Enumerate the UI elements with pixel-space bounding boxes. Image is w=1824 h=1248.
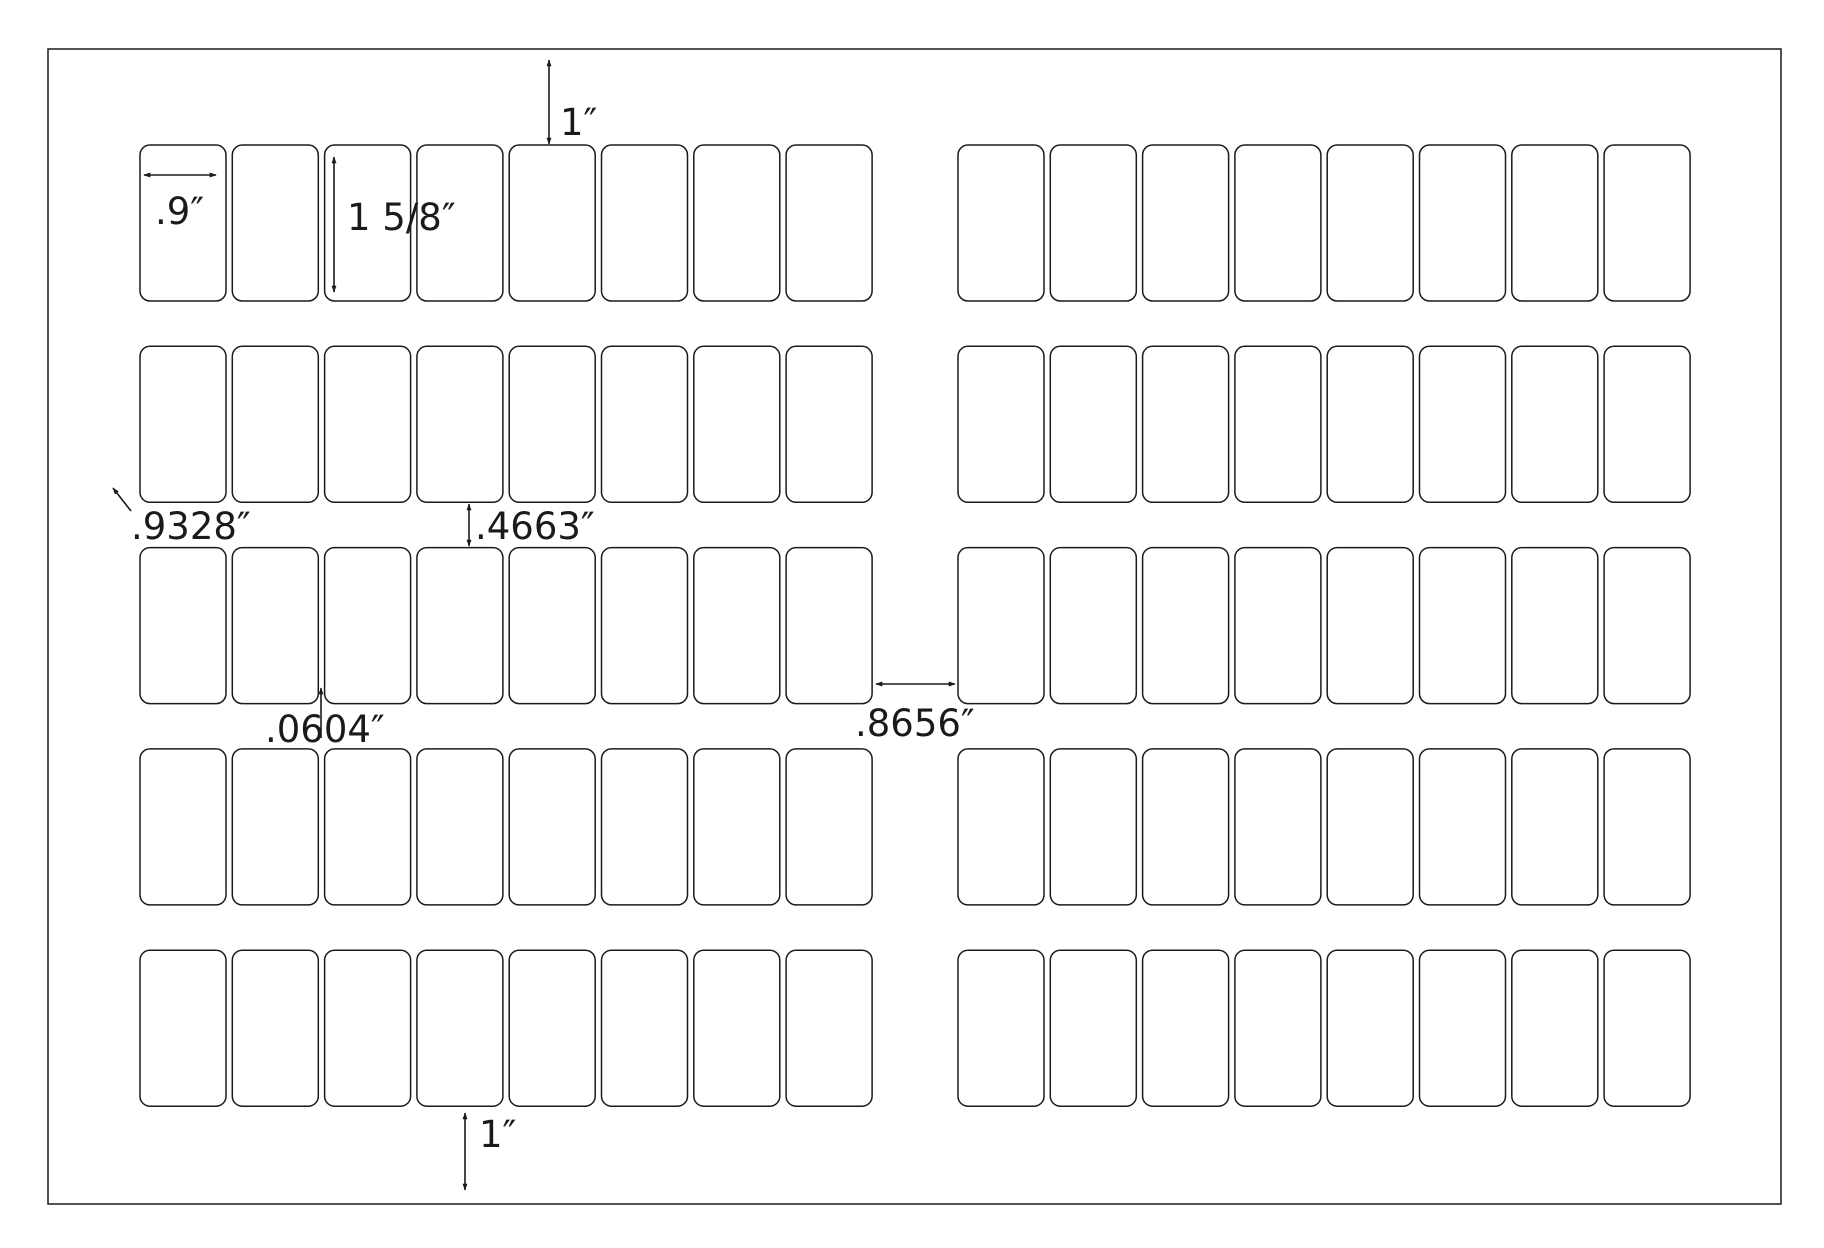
label-cell [1326,144,1414,302]
row-gap-label: .4663″ [475,505,595,548]
bottom-margin-label: 1″ [479,1113,516,1156]
label-cell [139,748,227,906]
label-cell [1049,546,1138,705]
label-grid [139,144,1691,1107]
label-cell [231,949,320,1107]
label-cell [1326,546,1414,705]
label-cell [1511,345,1599,504]
label-cell [1511,144,1599,302]
label-cell [231,144,320,302]
label-cell [1603,748,1691,906]
label-cell [1418,546,1507,705]
label-cell [1049,748,1138,906]
dimension-lines [112,59,956,1191]
label-cell [957,144,1045,302]
label-cell [1326,345,1414,504]
label-cell [600,345,689,504]
label-cell [416,144,504,302]
label-cell [323,949,412,1107]
label-height-label: 1 5/8″ [347,196,456,239]
label-cell [323,144,412,302]
label-cell [1234,546,1322,705]
label-cell [1049,949,1138,1107]
label-cell [693,144,781,302]
label-cell [1603,949,1691,1107]
label-cell [508,546,596,705]
label-cell [231,546,320,705]
top-margin-label: 1″ [560,101,597,144]
label-cell [785,345,873,504]
label-cell [231,748,320,906]
label-cell [139,949,227,1107]
label-cell [416,546,504,705]
label-cell [1418,748,1507,906]
label-cell [785,949,873,1107]
label-cell [785,546,873,705]
label-cell [1511,949,1599,1107]
label-cell [508,949,596,1107]
label-cell [508,345,596,504]
label-cell [1511,546,1599,705]
label-cell [693,345,781,504]
label-cell [1234,748,1322,906]
label-cell [1049,345,1138,504]
label-cell [785,144,873,302]
label-cell [1234,144,1322,302]
label-cell [323,345,412,504]
label-cell [1234,345,1322,504]
label-cell [693,949,781,1107]
label-cell [600,748,689,906]
label-cell [600,144,689,302]
label-cell [1511,748,1599,906]
label-cell [1141,345,1230,504]
label-cell [600,546,689,705]
label-cell [416,949,504,1107]
block-gap-label: .8656″ [855,702,975,745]
label-cell [508,748,596,906]
label-cell [323,546,412,705]
label-cell [1326,748,1414,906]
label-cell [957,345,1045,504]
label-cell [1603,144,1691,302]
label-cell [1141,748,1230,906]
label-cell [139,345,227,504]
label-cell [508,144,596,302]
label-cell [693,748,781,906]
corner-radius-label: .9328″ [131,505,251,548]
label-cell [785,748,873,906]
label-cell [323,748,412,906]
label-cell [416,345,504,504]
label-cell [416,748,504,906]
column-gap-label: .0604″ [265,708,385,751]
label-cell [1418,144,1507,302]
label-cell [957,949,1045,1107]
label-cell [1326,949,1414,1107]
label-width-label: .9″ [155,190,204,233]
label-cell [1141,949,1230,1107]
label-cell [693,546,781,705]
label-cell [1603,345,1691,504]
label-cell [1141,546,1230,705]
label-cell [1603,546,1691,705]
label-cell [1049,144,1138,302]
sheet-border [47,48,1782,1205]
label-cell [600,949,689,1107]
label-cell [1418,949,1507,1107]
label-cell [1141,144,1230,302]
label-cell [139,546,227,705]
label-cell [957,546,1045,705]
label-cell [1234,949,1322,1107]
corner-radius-arrow [112,487,132,512]
label-cell [231,345,320,504]
label-cell [957,748,1045,906]
label-cell [1418,345,1507,504]
label-cell [139,144,227,302]
